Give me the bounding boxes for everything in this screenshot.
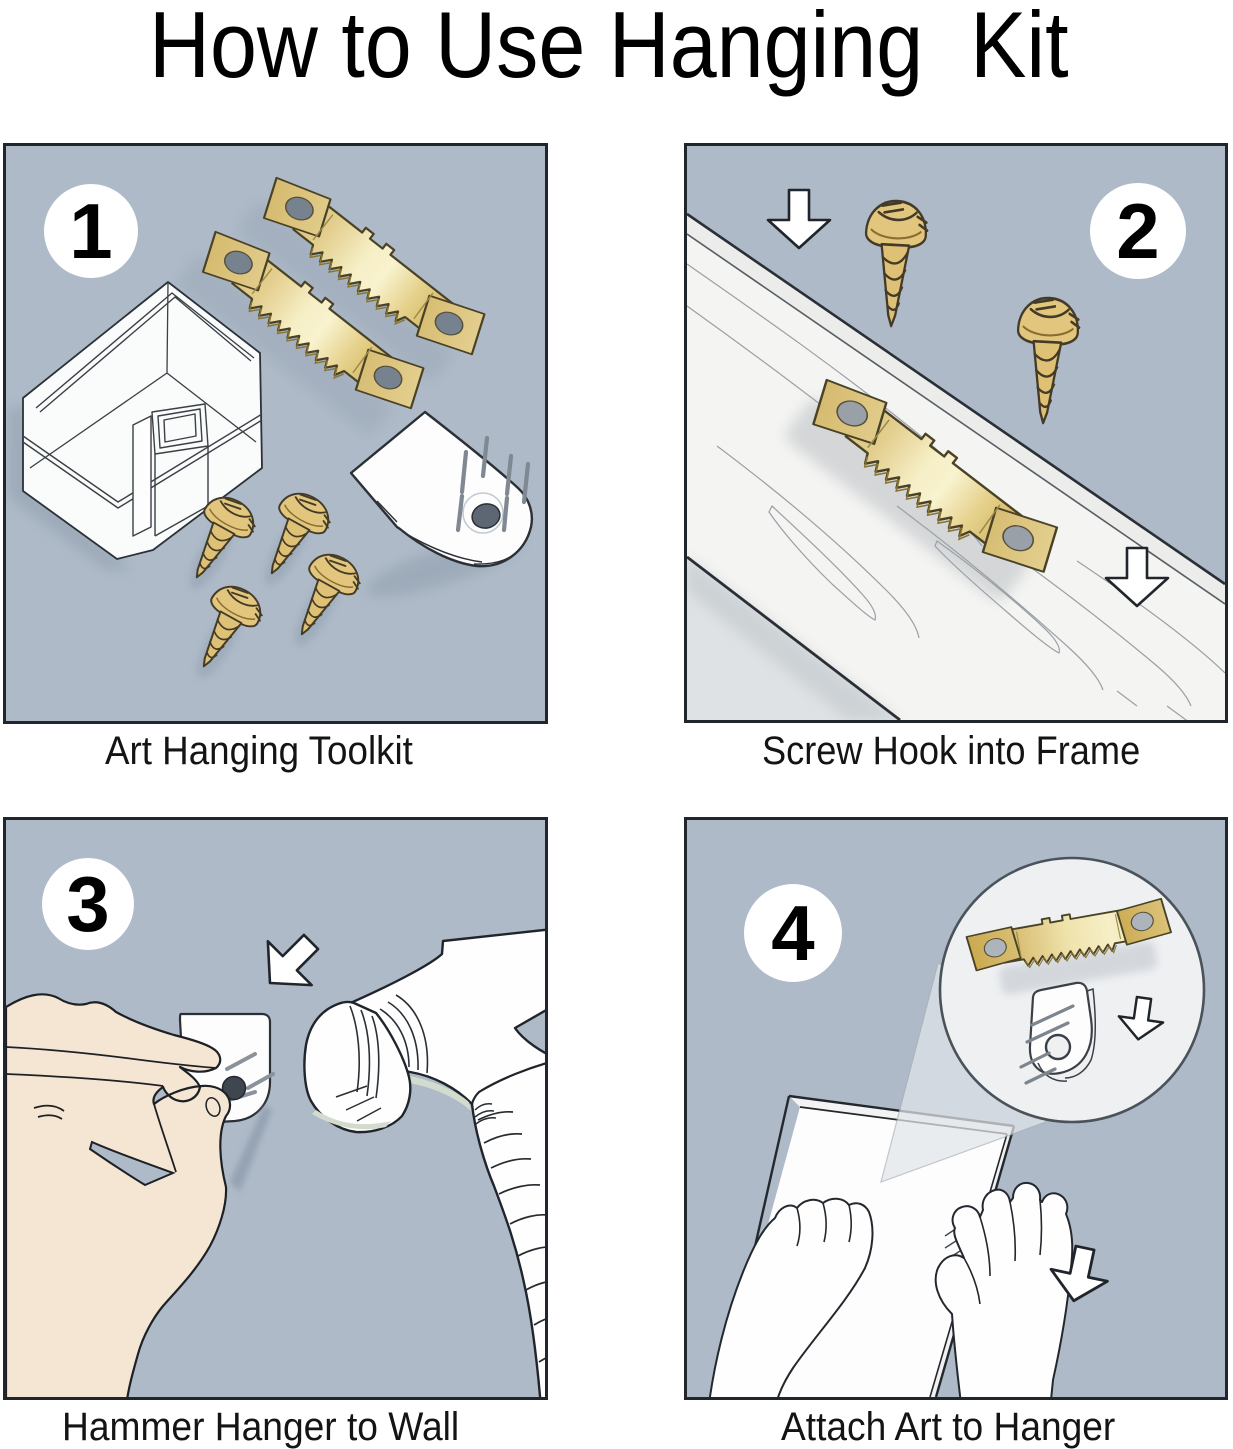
svg-text:2: 2 — [1116, 187, 1159, 275]
svg-text:4: 4 — [771, 889, 814, 977]
svg-text:1: 1 — [69, 187, 112, 275]
svg-text:3: 3 — [66, 860, 109, 948]
